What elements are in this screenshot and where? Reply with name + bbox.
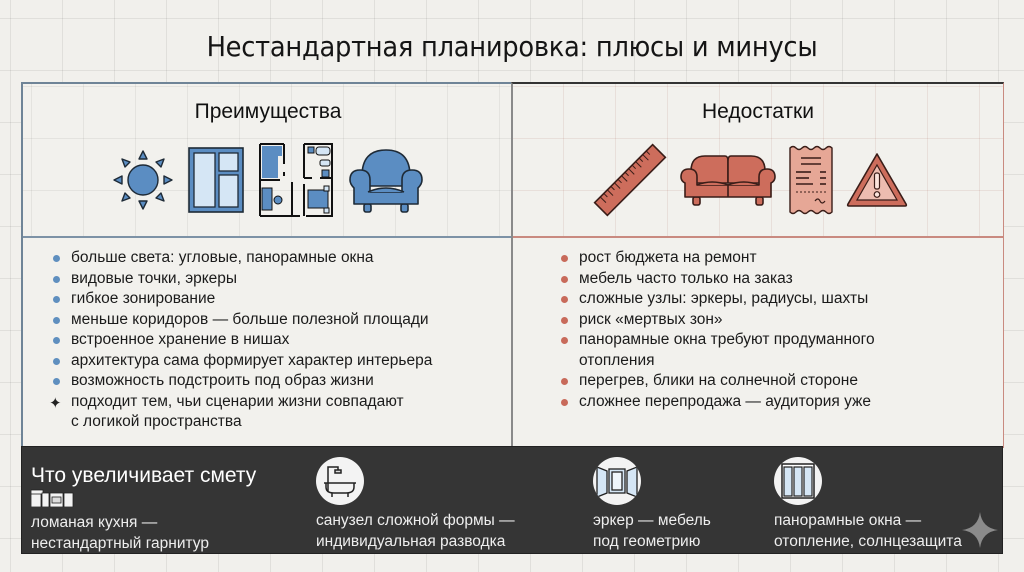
ruler-icon <box>593 143 667 217</box>
advantages-heading: Преимущества <box>194 100 342 123</box>
disadvantages-list: рост бюджета на ремонт мебель часто толь… <box>559 248 949 412</box>
armchair-icon <box>349 149 423 213</box>
window-icon <box>188 147 244 213</box>
sofa-icon <box>680 155 776 206</box>
list-item: сложнее перепродажа — аудитория уже <box>559 392 949 413</box>
advantages-list: больше света: угловые, панорамные окна в… <box>49 248 432 433</box>
list-item: риск «мертвых зон» <box>559 310 949 331</box>
list-item: сложные узлы: эркеры, радиусы, шахты <box>559 289 949 310</box>
bay-window-icon <box>593 457 641 505</box>
list-item: гибкое зонирование <box>51 289 432 310</box>
floor-plan-icon <box>259 143 333 217</box>
bathtub-icon <box>316 457 364 505</box>
list-item: меньше коридоров — больше полезной площа… <box>51 310 432 331</box>
disadvantages-divider <box>513 236 1003 238</box>
list-item: панорамные окна требуют продуманного ото… <box>559 330 949 371</box>
list-item: перегрев, блики на солнечной стороне <box>559 371 949 392</box>
panoramic-window-icon <box>774 457 822 505</box>
list-item: архитектура сама формирует характер инте… <box>51 351 432 372</box>
highlight-item: ✦ подходит тем, чьи сценарии жизни совпа… <box>49 392 404 431</box>
list-item: рост бюджета на ремонт <box>559 248 949 269</box>
cost-section-title: Что увеличивает смету <box>31 464 257 487</box>
cost-item-bathroom: санузел сложной формы — индивидуальная р… <box>316 457 515 552</box>
sparkle-watermark-icon <box>962 512 998 548</box>
page-title: Нестандартная планировка: плюсы и минусы <box>206 30 818 63</box>
advantages-panel: Преимущества <box>21 82 513 448</box>
list-item: встроенное хранение в нишах <box>51 330 432 351</box>
kitchen-icon <box>31 489 74 507</box>
receipt-icon <box>789 145 833 215</box>
cost-item-bay-window: эркер — мебель под геометрию <box>593 457 711 552</box>
list-item: возможность подстроить под образ жизни <box>51 371 432 392</box>
list-item: видовые точки, эркеры <box>51 269 432 290</box>
list-item: больше света: угловые, панорамные окна <box>51 248 432 269</box>
cost-section: Что увеличивает смету ломаная кухня — не… <box>21 446 1003 554</box>
advantages-divider <box>23 236 513 238</box>
cost-item-panoramic: панорамные окна — отопление, солнцезащит… <box>774 457 962 552</box>
warning-icon <box>846 153 908 207</box>
cost-item-kitchen: ломаная кухня — нестандартный гарнитур <box>31 489 209 554</box>
disadvantages-icons <box>505 139 995 221</box>
advantages-icons <box>23 139 513 221</box>
disadvantages-panel: Недостатки <box>511 82 1004 448</box>
disadvantages-heading: Недостатки <box>702 100 814 123</box>
sun-icon <box>113 150 173 210</box>
list-item: мебель часто только на заказ <box>559 269 949 290</box>
sparkle-icon: ✦ <box>49 394 62 412</box>
